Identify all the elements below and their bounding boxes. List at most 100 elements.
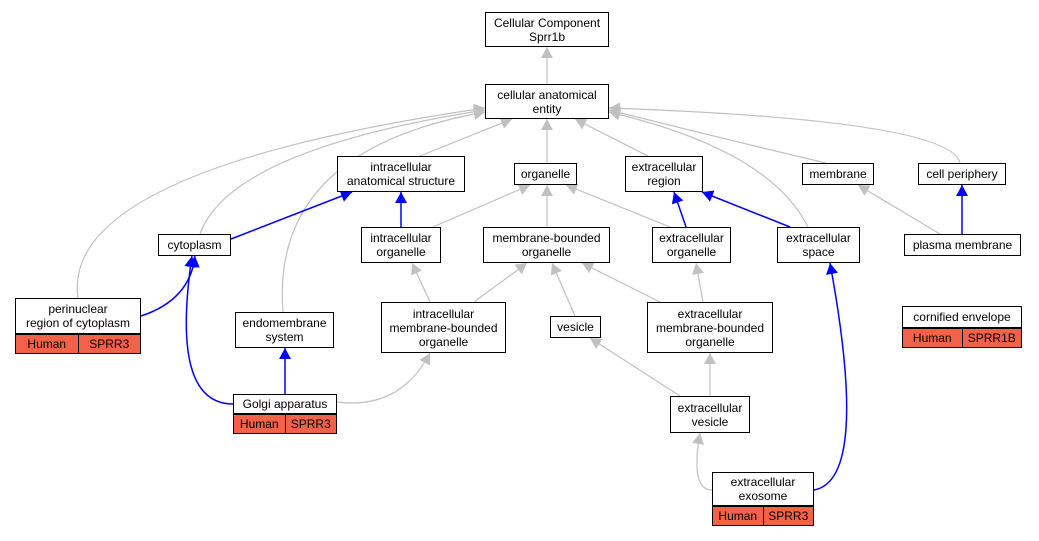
go-term-node-vesicle[interactable]: vesicle: [550, 316, 601, 338]
edge-arrowhead: [692, 433, 705, 445]
edge-is-a-golgi-to-imbo: [336, 352, 431, 404]
edge-arrowhead: [609, 108, 622, 121]
edge-arrowhead: [517, 183, 530, 195]
edge-part-of-exosome-to-exspace: [813, 262, 848, 491]
edge-arrowhead: [184, 256, 197, 268]
edge-is-a-cellper-to-cae: [608, 107, 961, 164]
go-term-label: extracellular membrane-bounded organelle: [655, 306, 765, 349]
edge-arrowhead: [541, 47, 553, 58]
edge-arrowhead: [692, 263, 704, 275]
go-term-node-plasmam[interactable]: plasma membrane: [904, 234, 1021, 256]
edge-arrowhead: [473, 108, 485, 120]
go-term-label: organelle: [520, 167, 571, 181]
edge-arrowhead: [704, 353, 716, 364]
annotation-gene: SPRR3: [762, 507, 814, 525]
go-term-label: endomembrane system: [242, 316, 327, 344]
go-term-node-exves[interactable]: extracellular vesicle: [670, 396, 750, 433]
edge-arrowhead: [541, 119, 553, 130]
annotation-gene: SPRR3: [77, 335, 141, 353]
edge-arrowhead: [395, 192, 407, 203]
go-term-node-exspace[interactable]: extracellular space: [777, 227, 860, 263]
go-term-label: intracellular anatomical structure: [346, 160, 456, 188]
go-term-label: perinuclear region of cytoplasm: [25, 302, 131, 330]
go-term-label: extracellular organelle: [659, 231, 724, 259]
go-term-label: extracellular vesicle: [677, 400, 743, 429]
edge-arrowhead: [826, 263, 838, 275]
edge-part-of-cytoplasm-to-ias: [230, 191, 353, 240]
go-term-label: extracellular exosome: [730, 475, 796, 503]
edge-arrowhead: [411, 263, 423, 276]
edge-arrowhead: [550, 263, 562, 276]
go-term-label: Cellular Component Sprr1b: [493, 15, 601, 44]
edge-arrowhead: [956, 185, 968, 196]
annotation-species: Human: [239, 417, 279, 431]
edge-arrowhead: [499, 117, 512, 129]
edge-arrowhead: [339, 190, 352, 202]
annotation-species: Human: [912, 331, 952, 345]
edge-is-a-cytoplasm-to-cae: [199, 109, 486, 235]
edge-arrowhead: [514, 263, 527, 275]
edge-is-a-exspace-to-cae: [608, 111, 809, 228]
go-term-node-exorg[interactable]: extracellular organelle: [652, 227, 731, 263]
edge-is-a-ias-to-cae: [419, 118, 513, 157]
go-term-node-root[interactable]: Cellular Component Sprr1b: [485, 12, 609, 47]
go-term-label: intracellular membrane-bounded organelle: [389, 306, 498, 349]
edge-arrowhead: [582, 262, 595, 274]
edge-is-a-exreg-to-cae: [574, 118, 649, 157]
edge-is-a-exves-to-vesicle: [589, 337, 681, 397]
go-term-node-endomem[interactable]: endomembrane system: [235, 312, 334, 348]
go-term-node-intorg[interactable]: intracellular organelle: [361, 227, 441, 263]
go-term-node-imbo[interactable]: intracellular membrane-bounded organelle: [381, 302, 506, 353]
go-term-node-cae[interactable]: cellular anatomical entity: [485, 84, 609, 119]
edge-is-a-perinuc-to-cae: [76, 107, 486, 299]
go-term-node-membrane[interactable]: membrane: [802, 163, 874, 185]
annotation-gene: SPRR3: [284, 415, 337, 433]
annotation-species: Human: [27, 337, 67, 351]
edge-part-of-exspace-to-exreg: [701, 191, 791, 228]
annotation-row: Human SPRR3: [233, 414, 337, 434]
go-term-node-cytoplasm[interactable]: cytoplasm: [158, 234, 231, 256]
edge-arrowhead: [858, 185, 871, 196]
edge-is-a-membrane-to-cae: [608, 109, 827, 164]
go-term-label: plasma membrane: [912, 238, 1013, 252]
annotation-gene: SPRR1B: [961, 329, 1022, 347]
edge-arrowhead: [419, 353, 431, 366]
go-term-label: membrane: [809, 167, 867, 181]
go-term-label: extracellular space: [786, 231, 851, 259]
edge-arrowhead: [541, 185, 553, 196]
go-term-label: Golgi apparatus: [242, 397, 328, 411]
go-term-label: cornified envelope: [913, 310, 1011, 324]
edge-arrowhead: [575, 118, 588, 130]
edge-arrowhead: [590, 338, 603, 350]
go-term-node-mbo[interactable]: membrane-bounded organelle: [483, 227, 610, 263]
edge-is-a-intorg-to-organelle: [432, 184, 531, 228]
go-term-node-cellper[interactable]: cell periphery: [918, 163, 1006, 185]
go-term-node-ias[interactable]: intracellular anatomical structure: [337, 156, 465, 192]
edge-part-of-golgi-to-cytoplasm: [185, 255, 234, 405]
annotation-row: Human SPRR1B: [902, 328, 1022, 348]
go-term-label: vesicle: [557, 320, 594, 334]
edge-arrowhead: [671, 192, 684, 205]
go-term-node-embo[interactable]: extracellular membrane-bounded organelle: [647, 302, 773, 353]
go-term-label: extracellular region: [631, 160, 697, 188]
edge-is-a-exorg-to-organelle: [565, 184, 671, 228]
edge-is-a-endomem-to-cae: [281, 111, 486, 313]
go-term-label: intracellular organelle: [370, 231, 432, 259]
go-term-node-exreg[interactable]: extracellular region: [625, 156, 703, 192]
go-term-label: cell periphery: [926, 167, 998, 181]
edge-arrowhead: [566, 183, 579, 195]
edge-is-a-plasmam-to-membrane: [857, 184, 941, 235]
go-term-label: cytoplasm: [167, 238, 222, 252]
go-term-node-organelle[interactable]: organelle: [514, 163, 577, 185]
edge-arrowhead: [279, 348, 291, 359]
edge-arrowhead: [702, 190, 715, 202]
annotation-row: Human SPRR3: [15, 334, 141, 354]
annotation-species: Human: [718, 509, 758, 523]
go-term-label: membrane-bounded organelle: [492, 231, 601, 259]
